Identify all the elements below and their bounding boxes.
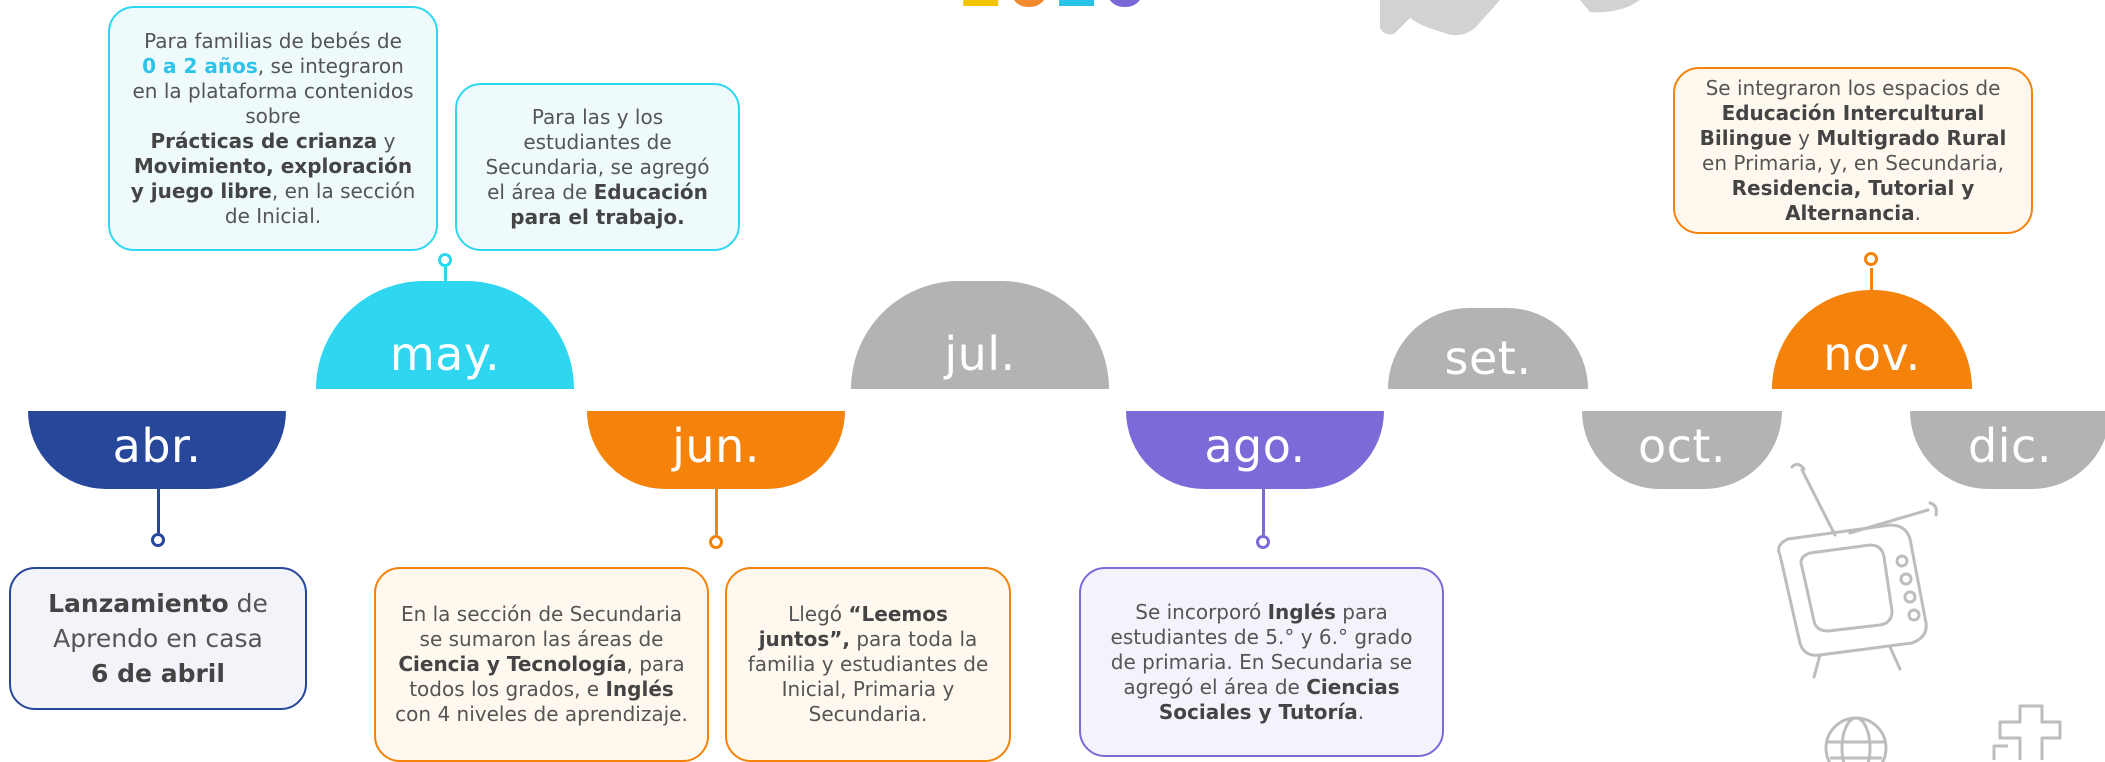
puzzle-icon <box>1992 704 2062 760</box>
month-label: abr. <box>112 419 202 473</box>
connector-dot-jun <box>709 535 723 549</box>
month-abr: abr. <box>28 411 286 489</box>
year-digit: 2 <box>1054 0 1102 12</box>
card-text: Llegó “Leemos juntos”, para toda la fami… <box>747 602 989 726</box>
connector-jun <box>715 489 718 535</box>
month-ago: ago. <box>1126 411 1384 489</box>
connector-may <box>444 267 447 283</box>
year-digit: 2 <box>958 0 1006 12</box>
connector-nov <box>1870 268 1873 292</box>
month-nov: nov. <box>1772 290 1972 389</box>
month-jul: jul. <box>851 281 1109 389</box>
connector-abr <box>157 489 160 533</box>
card-text: Se integraron los espacios de Educación … <box>1699 75 2007 225</box>
month-label: set. <box>1444 331 1532 385</box>
month-jun: jun. <box>587 411 845 489</box>
card-abr: Lanzamiento de Aprendo en casa 6 de abri… <box>9 567 307 710</box>
hand-icon <box>1380 0 1640 36</box>
connector-dot-ago <box>1256 535 1270 549</box>
month-set: set. <box>1388 308 1588 389</box>
month-label: jun. <box>672 419 760 473</box>
month-label: ago. <box>1204 419 1306 473</box>
card-text: En la sección de Secundaria se sumaron l… <box>395 602 688 726</box>
year-title: 2020 <box>958 0 1150 12</box>
globe-icon <box>1824 716 1888 762</box>
connector-ago <box>1262 489 1265 535</box>
year-digit: 0 <box>1102 0 1150 12</box>
card-jun-leemos: Llegó “Leemos juntos”, para toda la fami… <box>725 567 1011 762</box>
month-label: dic. <box>1968 419 2052 473</box>
card-may-inicial: Para familias de bebés de 0 a 2 años, se… <box>108 6 438 251</box>
month-may: may. <box>316 281 574 389</box>
card-nov: Se integraron los espacios de Educación … <box>1673 67 2033 234</box>
tv-icon <box>1777 462 1938 679</box>
card-text: Para familias de bebés de 0 a 2 años, se… <box>130 28 416 228</box>
year-digit: 0 <box>1006 0 1054 12</box>
connector-dot-nov <box>1864 252 1878 266</box>
connector-dot-may <box>438 253 452 267</box>
month-label: may. <box>389 327 501 381</box>
card-text: Para las y los estudiantes de Secundaria… <box>485 104 710 229</box>
month-label: nov. <box>1823 327 1921 381</box>
card-may-secundaria: Para las y los estudiantes de Secundaria… <box>455 83 740 251</box>
month-label: oct. <box>1637 419 1727 473</box>
card-text: Lanzamiento de Aprendo en casa 6 de abri… <box>48 589 268 688</box>
card-jun-secundaria: En la sección de Secundaria se sumaron l… <box>374 567 709 762</box>
month-label: jul. <box>944 327 1016 381</box>
connector-dot-abr <box>151 533 165 547</box>
card-text: Se incorporó Inglés para estudiantes de … <box>1110 599 1413 724</box>
card-ago: Se incorporó Inglés para estudiantes de … <box>1079 567 1444 757</box>
